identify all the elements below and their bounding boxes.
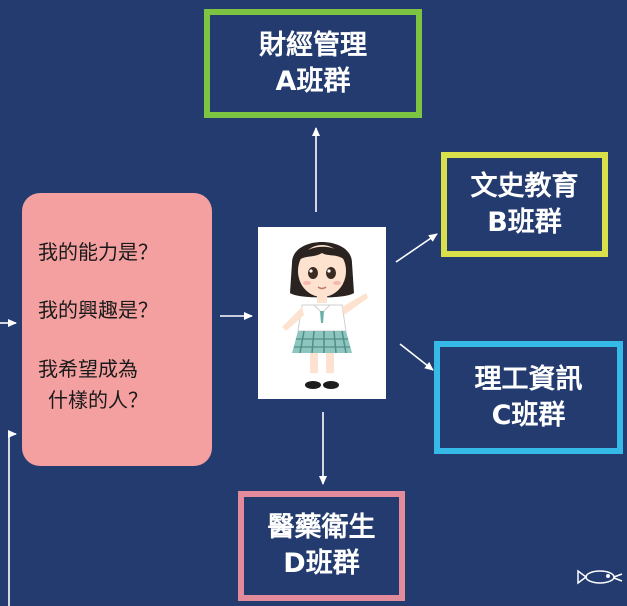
student-photo [258,227,386,399]
cluster-d-title: 醫藥衛生 [267,512,376,544]
cluster-c-title: 理工資訊 [474,363,583,395]
arrow-to-b [395,233,438,263]
arrow-left-in-2 [8,430,17,606]
cluster-box-a: 財經管理 A班群 [204,9,422,118]
question-box [22,193,212,466]
cluster-c-group: C班群 [491,399,566,431]
question-ability: 我的能力是？ [38,240,158,264]
cluster-b-group: B班群 [487,206,562,238]
question-aspiration-line2: 什樣的人？ [48,388,148,412]
cluster-box-b: 文史教育 B班群 [441,152,608,257]
girl-figure-icon [282,242,368,389]
cluster-box-c: 理工資訊 C班群 [434,341,623,454]
cluster-box-d: 醫藥衛生 D班群 [238,491,405,601]
cluster-a-group: A班群 [275,65,351,97]
cluster-a-title: 財經管理 [259,29,367,61]
cluster-d-group: D班群 [283,548,360,579]
cluster-b-title: 文史教育 [470,170,579,202]
question-aspiration-line1: 我希望成為 [38,357,138,381]
arrow-to-c [399,343,434,371]
question-interest: 我的興趣是？ [38,298,158,322]
